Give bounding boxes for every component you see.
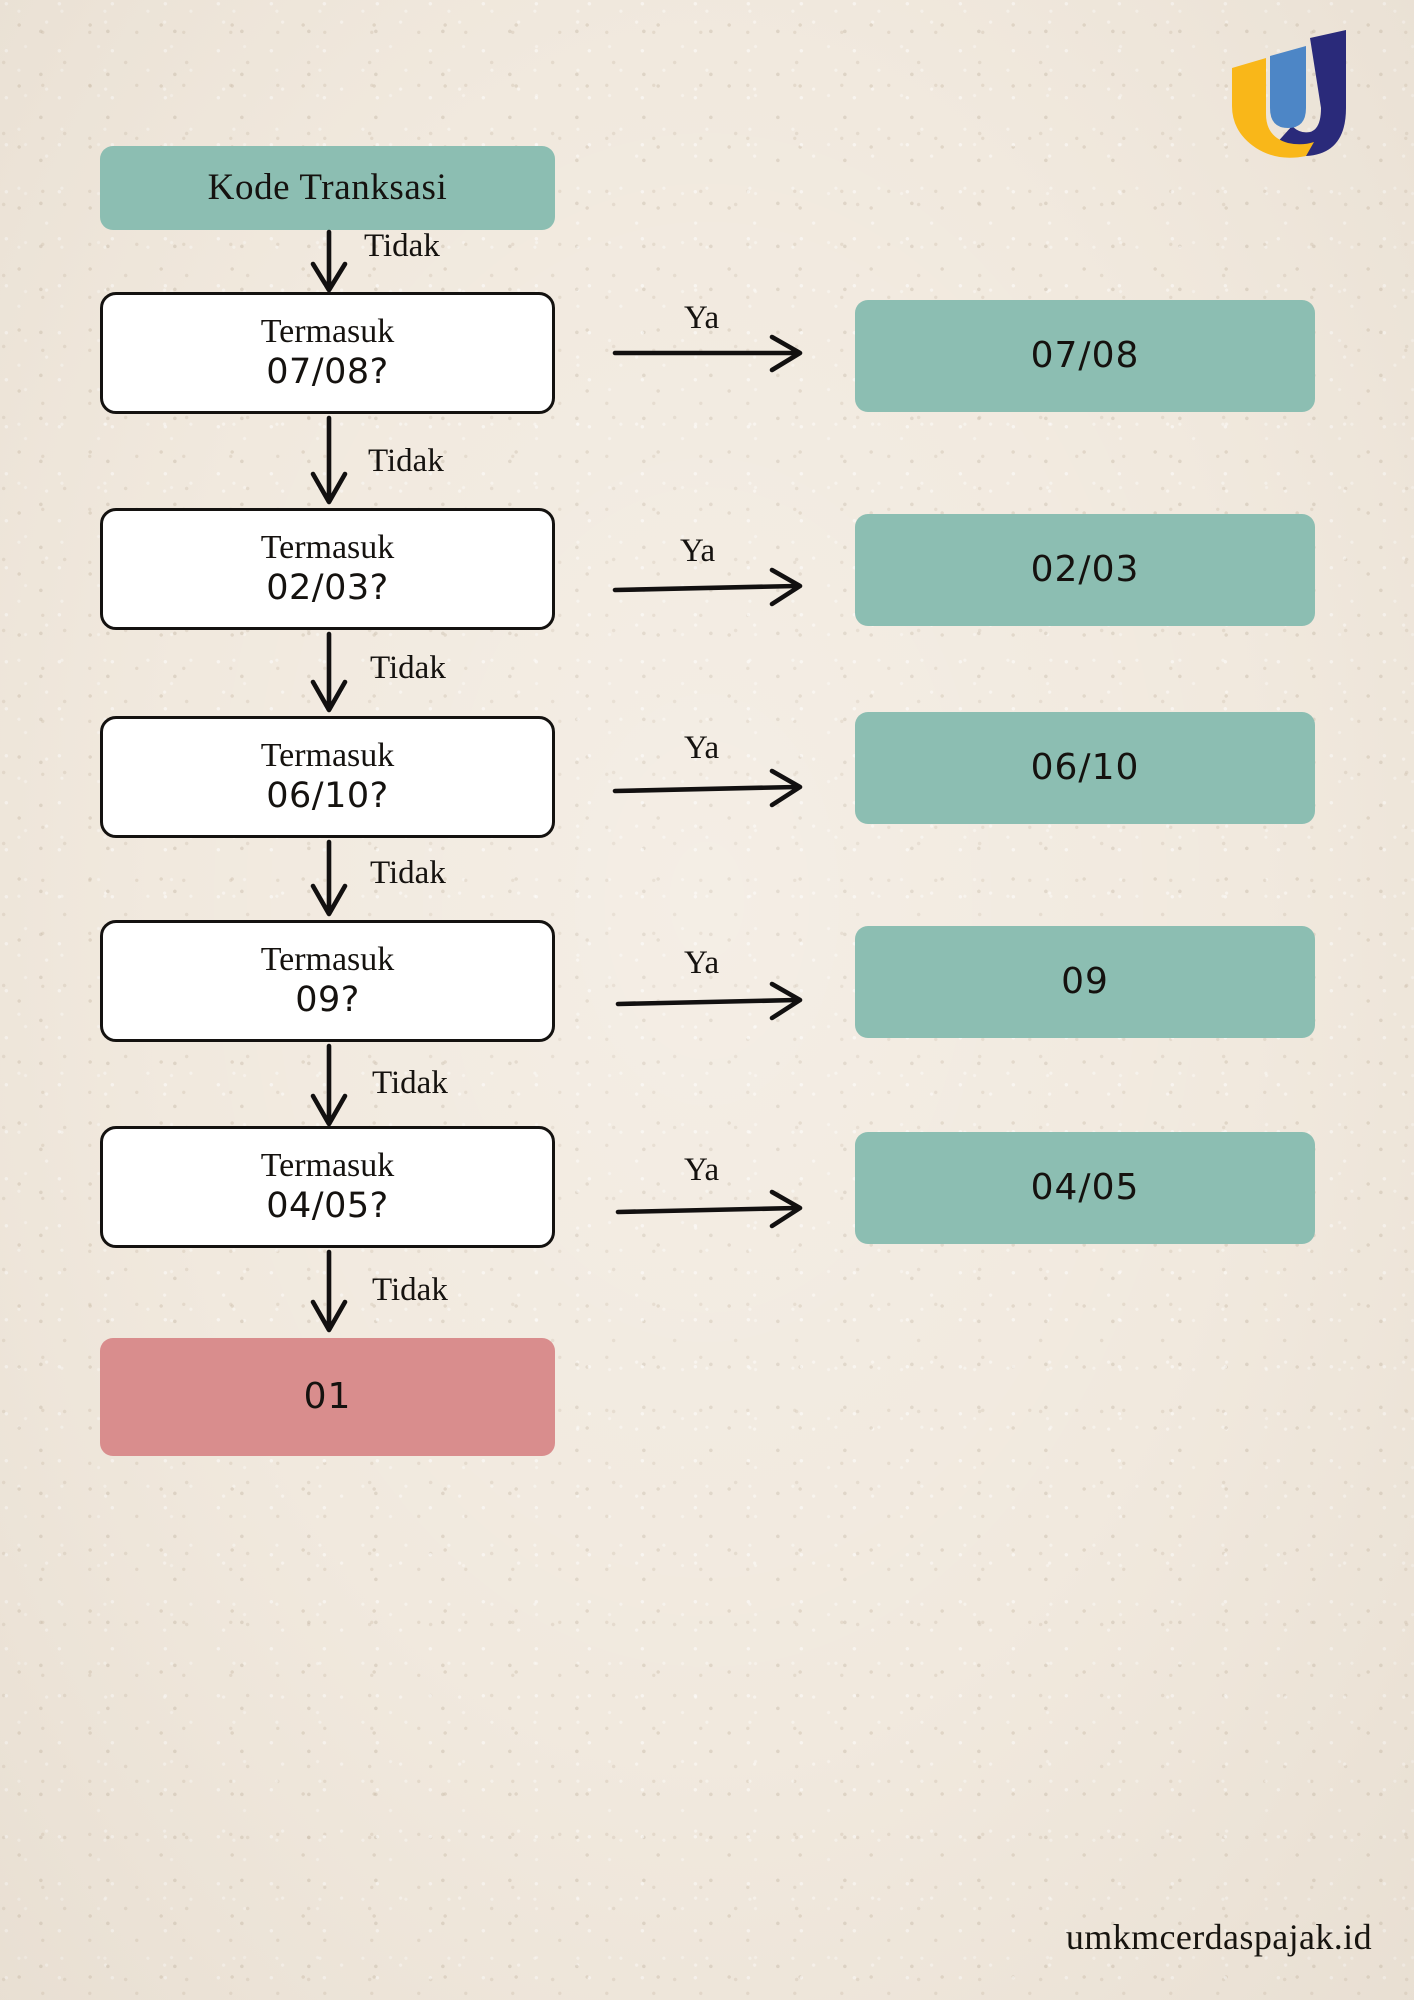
result-node-r3[interactable]: 06/10 — [855, 712, 1315, 824]
result-node-r2[interactable]: 02/03 — [855, 514, 1315, 626]
edge-label-ya-d1: Ya — [684, 300, 720, 336]
site-footer-text: umkmcerdaspajak.id — [1065, 1917, 1372, 1957]
result-r2-label: 02/03 — [1030, 548, 1140, 590]
decision-d5-line2: 04/05? — [266, 1186, 389, 1227]
result-r4-label: 09 — [1061, 960, 1109, 1002]
result-node-r4[interactable]: 09 — [855, 926, 1315, 1038]
result-r1-label: 07/08 — [1030, 334, 1140, 376]
result-r5-label: 04/05 — [1030, 1166, 1140, 1208]
decision-d5-line1: Termasuk — [260, 1147, 395, 1185]
decision-node-d2[interactable]: Termasuk 02/03? — [100, 508, 555, 630]
decision-node-d5[interactable]: Termasuk 04/05? — [100, 1126, 555, 1248]
start-node-label: Kode Tranksasi — [207, 167, 448, 209]
decision-d3-line2: 06/10? — [266, 776, 389, 817]
brand-logo-icon — [1232, 30, 1346, 158]
edge-label-ya-d2: Ya — [680, 533, 716, 569]
decision-d1-line2: 07/08? — [266, 352, 389, 393]
decision-d2-line1: Termasuk — [260, 529, 395, 567]
edge-label-tidak-d2: Tidak — [370, 650, 446, 686]
decision-d2-line2: 02/03? — [266, 568, 389, 609]
decision-node-d4[interactable]: Termasuk 09? — [100, 920, 555, 1042]
result-r3-label: 06/10 — [1030, 746, 1140, 788]
decision-d1-line1: Termasuk — [260, 313, 395, 351]
edge-label-ya-d5: Ya — [684, 1152, 720, 1188]
start-node-kode-transaksi[interactable]: Kode Tranksasi — [100, 146, 555, 230]
terminal-node-label: 01 — [303, 1375, 352, 1417]
edge-label-tidak-d4: Tidak — [372, 1065, 448, 1101]
decision-node-d3[interactable]: Termasuk 06/10? — [100, 716, 555, 838]
result-node-r5[interactable]: 04/05 — [855, 1132, 1315, 1244]
edge-label-ya-d4: Ya — [684, 945, 720, 981]
edge-label-tidak-d1: Tidak — [368, 443, 444, 479]
edge-label-ya-d3: Ya — [684, 730, 720, 766]
edge-label-tidak-d3: Tidak — [370, 855, 446, 891]
decision-d4-line1: Termasuk — [260, 941, 395, 979]
decision-d4-line2: 09? — [295, 980, 360, 1021]
edge-label-tidak-d5: Tidak — [372, 1272, 448, 1308]
decision-d3-line1: Termasuk — [260, 737, 395, 775]
decision-node-d1[interactable]: Termasuk 07/08? — [100, 292, 555, 414]
edge-label-tidak-start: Tidak — [364, 228, 440, 264]
terminal-node-01[interactable]: 01 — [100, 1338, 555, 1456]
result-node-r1[interactable]: 07/08 — [855, 300, 1315, 412]
